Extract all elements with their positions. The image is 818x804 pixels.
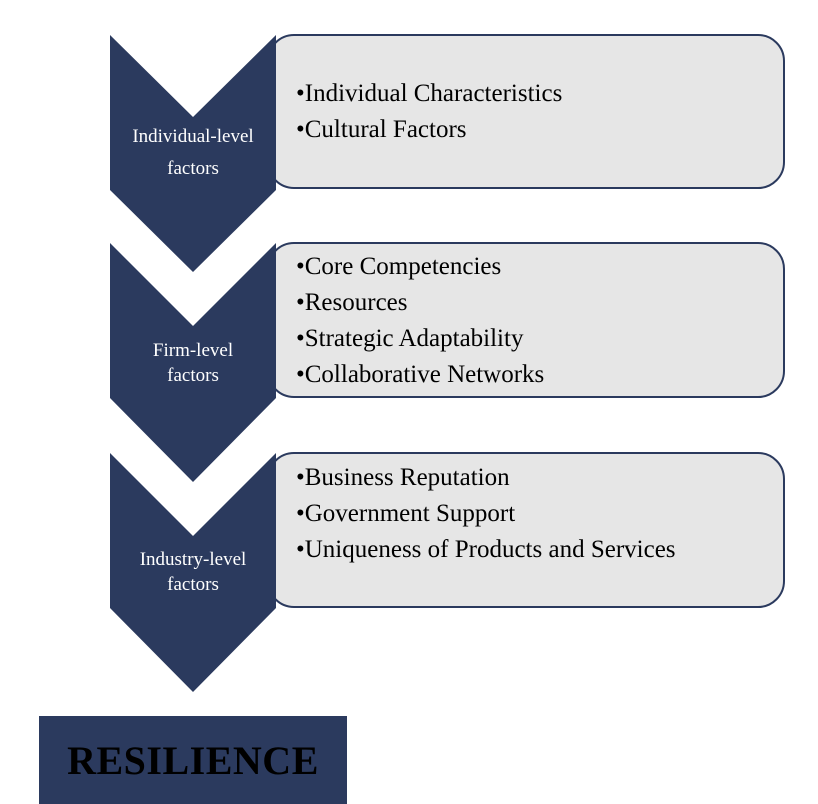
stage-3-label-line-2: factors [167,574,219,595]
list-item: •Government Support [296,500,516,527]
stage-2-label-line-1: Firm-level [152,340,234,361]
stage-1-label: Individual-level factors [110,124,276,181]
stage-1-chevron [110,35,276,272]
list-item: •Cultural Factors [296,116,467,143]
stage-1-label-line-1: Individual-level [132,126,254,147]
stage-3-chevron [110,453,276,692]
stage-2-items: •Core Competencies •Resources •Strategic… [296,249,544,393]
list-item: •Individual Characteristics [296,80,563,107]
stage-3-items: •Business Reputation •Government Support… [296,460,676,568]
list-item: •Collaborative Networks [296,361,545,388]
stage-2-label: Firm-level factors [110,338,276,388]
resilience-label: RESILIENCE [67,737,319,783]
stage-2-chevron [110,243,276,482]
stage-1-items: •Individual Characteristics •Cultural Fa… [296,76,562,148]
list-item: •Resources [296,289,408,316]
list-item: •Business Reputation [296,464,510,491]
list-item: •Core Competencies [296,253,502,280]
list-item: •Uniqueness of Products and Services [296,536,676,563]
stage-3-label-line-1: Industry-level [139,549,247,570]
list-item: •Strategic Adaptability [296,325,524,352]
stage-1-label-line-2: factors [167,158,219,179]
stage-2-label-line-2: factors [167,365,219,386]
stage-3-label: Industry-level factors [110,547,276,597]
resilience-box: RESILIENCE [39,716,347,804]
